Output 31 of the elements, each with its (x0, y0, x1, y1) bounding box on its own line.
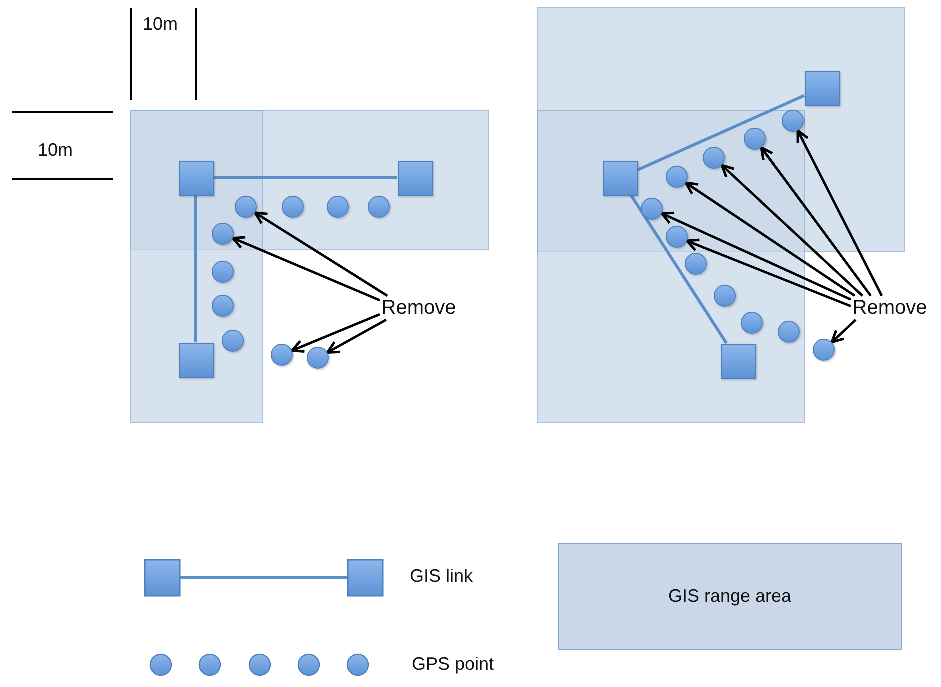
gps-point (271, 344, 293, 366)
gis-node-square (720, 344, 756, 378)
leader-arrow (254, 212, 388, 298)
leader-arrow (290, 313, 380, 353)
gps-point (307, 347, 329, 369)
leader-arrow (232, 236, 380, 302)
leader-arrow (660, 212, 852, 301)
gis-link-line (214, 176, 398, 180)
dimension-label: 10m (143, 14, 178, 35)
leader-arrow (830, 319, 857, 344)
legend-text: GIS range area (668, 586, 792, 607)
leader-arrow (720, 164, 864, 297)
gis-node-square (804, 70, 840, 106)
gis-link-line (636, 94, 806, 172)
gis-node-square (178, 342, 214, 378)
gis-link-line (194, 196, 198, 342)
remove-label: Remove (852, 296, 928, 320)
gis-node-square (178, 160, 214, 196)
leader-arrow (684, 182, 856, 298)
leader-arrow (796, 130, 884, 297)
remove-label: Remove (382, 296, 456, 320)
legend-text: GIS link (410, 566, 474, 587)
leader-arrow (760, 146, 872, 297)
leader-arrow (326, 318, 387, 354)
gis-link-line (630, 194, 728, 344)
leader-arrow (686, 238, 852, 308)
gis-node-square (398, 160, 432, 196)
gps-point (813, 339, 835, 361)
legend-text: GPS point (412, 654, 494, 675)
dimension-label: 10m (38, 140, 74, 161)
gis-node-square (602, 160, 638, 196)
